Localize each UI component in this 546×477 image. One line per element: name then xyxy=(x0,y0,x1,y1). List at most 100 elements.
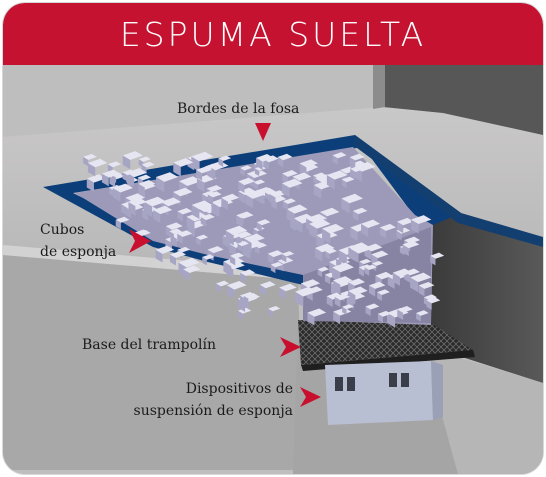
foam-cube xyxy=(364,264,377,270)
foam-cube-side xyxy=(237,243,242,252)
foam-cube-side xyxy=(243,295,249,305)
foam-cube-side xyxy=(109,187,114,197)
foam-cube xyxy=(253,179,266,185)
arrow-trampoline-base xyxy=(280,337,301,357)
foam-cube xyxy=(402,240,420,249)
foam-cube xyxy=(111,172,124,178)
foam-cube-side xyxy=(211,202,220,218)
foam-cube xyxy=(236,212,250,219)
foam-cube-side xyxy=(392,272,400,286)
foam-cube-side xyxy=(283,201,288,211)
foam-cube xyxy=(326,292,343,300)
foam-cube-side xyxy=(238,191,245,204)
foam-cube-side xyxy=(397,309,404,321)
foam-cube xyxy=(218,155,232,162)
foam-cube xyxy=(198,204,216,213)
foam-cube xyxy=(156,172,179,182)
foam-cube-side xyxy=(155,249,163,263)
foam-cube-side xyxy=(237,310,243,320)
foam-cube xyxy=(397,306,413,313)
foam-cube xyxy=(377,310,392,317)
foam-cube xyxy=(183,265,201,274)
foam-cube-side xyxy=(338,250,347,266)
foam-cube-side xyxy=(269,193,276,206)
foam-cube-side xyxy=(270,264,276,274)
foam-cube xyxy=(160,197,181,207)
foam-cube-side xyxy=(333,280,341,294)
foam-cube xyxy=(178,257,200,268)
foam-cube-side xyxy=(334,296,341,308)
foam-cube xyxy=(371,250,389,259)
foam-cube-side xyxy=(83,156,89,167)
foam-cube-side xyxy=(326,296,333,308)
foam-cube xyxy=(112,183,133,193)
foam-cube xyxy=(177,246,191,253)
foam-cube-side xyxy=(177,233,183,244)
pit-right-wall xyxy=(431,213,543,383)
foam-cube-side xyxy=(228,243,236,257)
foam-cube xyxy=(235,231,252,239)
foam-cube-side xyxy=(281,253,287,263)
foam-cube-side xyxy=(223,261,232,276)
foam-cube-side xyxy=(307,312,315,326)
foam-cube-side xyxy=(196,178,205,192)
foam-cube xyxy=(404,236,421,244)
foam-cube xyxy=(348,286,368,296)
foam-cube xyxy=(317,266,330,272)
trampoline-mesh xyxy=(298,320,473,365)
foam-cube-side xyxy=(332,155,338,165)
foam-cube xyxy=(177,230,193,237)
foam-cube xyxy=(155,245,175,254)
foam-cube xyxy=(122,151,143,160)
foam-cube-side xyxy=(218,158,224,167)
foam-cube-side xyxy=(326,175,335,190)
foam-cube-side xyxy=(333,311,340,325)
arrow-pit-edges xyxy=(255,123,271,141)
foam-cube xyxy=(202,254,215,260)
foam-cube xyxy=(268,305,281,312)
foam-cube xyxy=(349,153,365,161)
foam-cube-side xyxy=(186,216,195,232)
foam-cube xyxy=(169,251,187,259)
foam-cube xyxy=(267,250,284,258)
foam-cube-side xyxy=(202,257,207,266)
foam-cube xyxy=(128,197,147,207)
foam-cube xyxy=(348,278,366,286)
foam-cube xyxy=(279,283,297,292)
foam-cube-side xyxy=(277,156,284,168)
foam-cube xyxy=(165,222,183,230)
foam-cube-side xyxy=(153,209,161,224)
foam-cube xyxy=(314,243,335,253)
foam-cube-side xyxy=(410,277,419,293)
foam-cube xyxy=(269,190,286,198)
label-foam-cubes-line2: de esponja xyxy=(40,244,117,260)
foam-cube xyxy=(332,262,354,273)
foam-cube-side xyxy=(387,312,396,328)
foam-cube-side xyxy=(143,201,153,217)
foam-cube xyxy=(283,198,296,204)
foam-cube-side xyxy=(426,300,432,310)
foam-cube xyxy=(196,166,212,174)
foam-cube xyxy=(313,172,327,179)
foam-cube xyxy=(238,177,255,186)
foam-cube-side xyxy=(265,192,270,201)
foam-cube xyxy=(259,281,276,289)
foam-cube xyxy=(332,152,347,159)
foam-cube xyxy=(410,272,432,283)
foam-cube xyxy=(216,280,230,287)
foam-cube-side xyxy=(281,183,290,198)
foam-cube xyxy=(138,156,151,162)
foam-cube-side xyxy=(229,255,236,266)
foam-cube xyxy=(341,193,364,204)
foam-cube xyxy=(341,176,355,183)
foam-cube-side xyxy=(112,188,121,202)
foam-cube xyxy=(237,241,249,247)
foam-cube-side xyxy=(325,251,330,260)
foam-cube-side xyxy=(377,313,383,323)
foam-cube-side xyxy=(350,168,356,179)
foam-cube-side xyxy=(122,155,131,170)
foam-cube xyxy=(270,261,284,268)
foam-cube-side xyxy=(352,210,359,221)
foam-cube-side xyxy=(351,249,359,263)
foam-cube-side xyxy=(313,185,322,199)
